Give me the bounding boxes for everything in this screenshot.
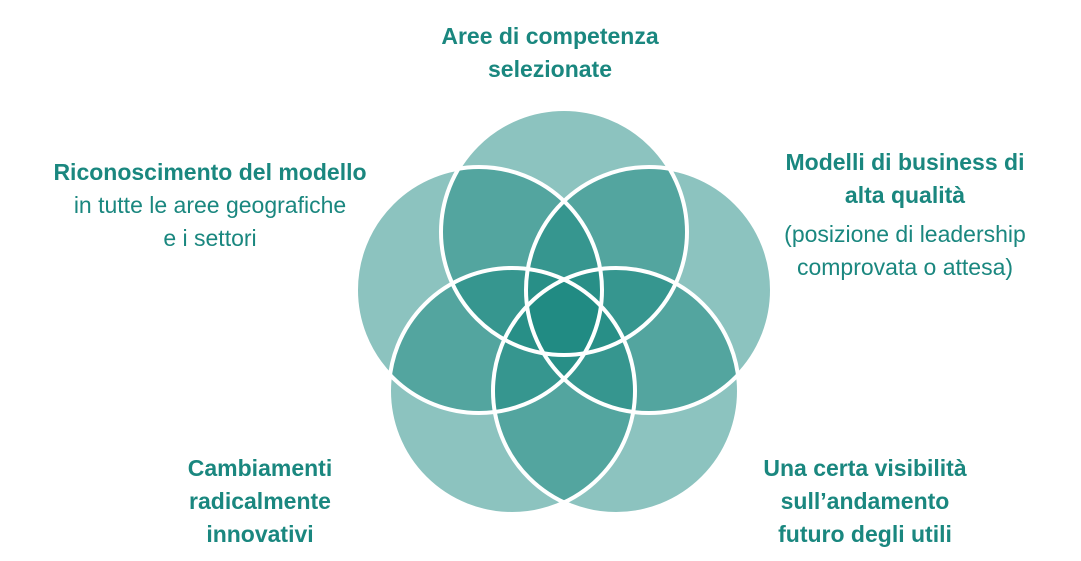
label-bottom-left-title-line-1: Cambiamenti bbox=[187, 455, 333, 481]
label-top-title-line-1: Aree di competenza bbox=[441, 23, 659, 49]
label-top-circle: Aree di competenza selezionate bbox=[390, 20, 710, 86]
label-left-title-line-1: Riconoscimento del modello bbox=[53, 159, 367, 185]
label-bottom-right-title-line-3: futuro degli utili bbox=[778, 521, 952, 547]
circle-outline-top bbox=[439, 107, 689, 357]
label-right-title-line-2: alta qualità bbox=[844, 182, 966, 208]
label-top-title-line-2: selezionate bbox=[488, 56, 612, 82]
label-bottom-right-title-line-2: sull’andamento bbox=[780, 488, 950, 514]
label-bottom-right-title-line-1: Una certa visibilità bbox=[763, 455, 967, 481]
label-bottom-left-title-line-2: radicalmente bbox=[189, 488, 331, 514]
label-left-detail-line-2: e i settori bbox=[163, 225, 257, 251]
label-bottom-left-circle: Cambiamenti radicalmente innovativi bbox=[110, 452, 410, 551]
circle-outline-bottom-right bbox=[491, 266, 741, 516]
circle-outline-right bbox=[524, 165, 774, 415]
circle-outline-bottom-left bbox=[387, 266, 637, 516]
label-left-circle: Riconoscimento del modello in tutte le a… bbox=[20, 156, 400, 255]
label-right-title-line-1: Modelli di business di bbox=[785, 149, 1025, 175]
label-bottom-left-title-line-3: innovativi bbox=[206, 521, 314, 547]
circle-bottom-right bbox=[493, 268, 739, 514]
label-bottom-right-circle: Una certa visibilità sull’andamento futu… bbox=[700, 452, 1030, 551]
label-right-circle: Modelli di business di alta qualità (pos… bbox=[750, 146, 1060, 284]
label-right-detail-line-1: (posizione di leadership bbox=[784, 221, 1026, 247]
circle-outline-left bbox=[354, 165, 604, 415]
label-left-detail-line-1: in tutte le aree geografiche bbox=[73, 192, 347, 218]
label-right-detail-line-2: comprovata o attesa) bbox=[796, 254, 1014, 280]
